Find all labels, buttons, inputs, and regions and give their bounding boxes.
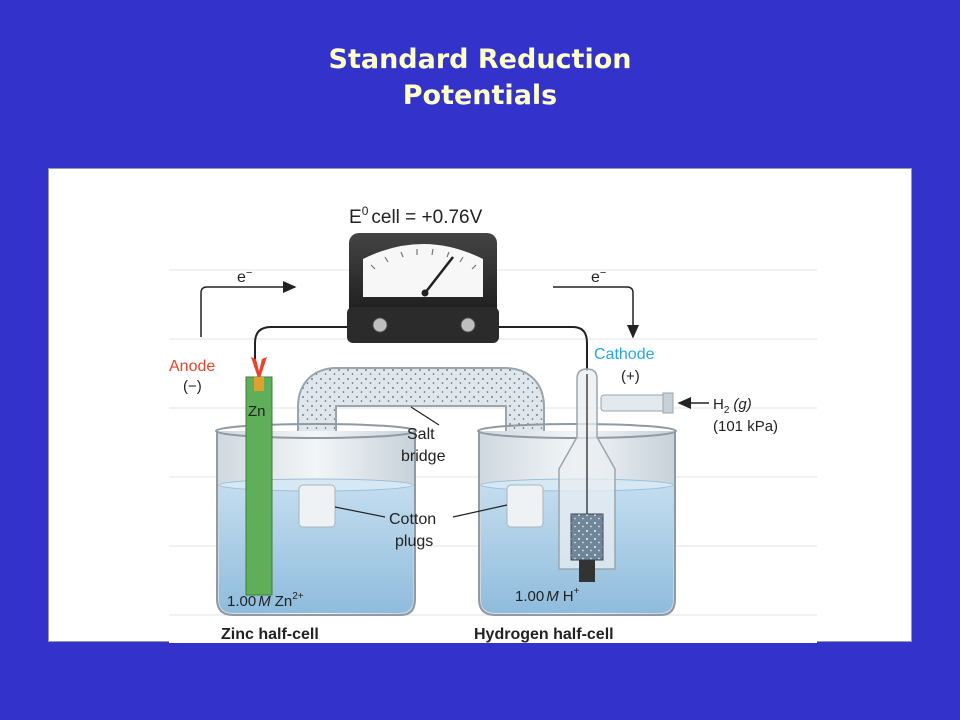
cotton-leader-left: [334, 506, 386, 518]
anode-label: Anode: [169, 358, 215, 375]
left-terminal: [372, 317, 388, 333]
electron-label-left: e−: [237, 267, 252, 286]
cathode-sign: (+): [621, 368, 640, 385]
meter-needle: [424, 256, 454, 294]
right-terminal: [460, 317, 476, 333]
electron-flow-right-arrow: [553, 286, 639, 339]
meter-scale: [370, 248, 477, 270]
electron-label-right: e−: [591, 267, 606, 286]
zinc-electrode-label: Zn: [248, 403, 266, 420]
electron-flow-left-arrow: [200, 281, 297, 337]
title-line-1: Standard Reduction: [328, 44, 632, 75]
zinc-electrode: [245, 376, 273, 596]
wire-left: [254, 326, 347, 367]
hydrogen-half-cell-caption: Hydrogen half-cell: [474, 626, 614, 643]
clip-connector: [254, 377, 264, 391]
h2-label: H2(g): [713, 396, 752, 416]
cotton-leader-right: [452, 504, 508, 518]
salt-bridge-label-1: Salt: [407, 426, 435, 443]
title-line-2: Potentials: [402, 80, 558, 111]
cotton-plugs-label-1: Cotton: [389, 511, 436, 528]
platinum-electrode: [570, 513, 604, 561]
cotton-plug-right: [506, 484, 544, 528]
anode-sign: (−): [183, 378, 202, 395]
hydrogen-electrode: [558, 368, 674, 582]
zinc-half-cell-caption: Zinc half-cell: [221, 626, 319, 643]
cotton-plug-left: [298, 484, 336, 528]
wire-right: [499, 326, 588, 371]
salt-bridge-leader: [410, 406, 440, 426]
slide-title: Standard Reduction Potentials: [0, 42, 960, 114]
anode-clip: [251, 357, 267, 381]
cathode-label: Cathode: [594, 346, 655, 363]
h2-pressure-label: (101 kPa): [713, 418, 778, 435]
salt-bridge: [299, 369, 543, 517]
salt-bridge-label-2: bridge: [401, 448, 446, 465]
cotton-plugs-label-2: plugs: [395, 533, 433, 550]
gas-inlet-tube: [600, 394, 674, 412]
voltmeter: [347, 233, 499, 343]
